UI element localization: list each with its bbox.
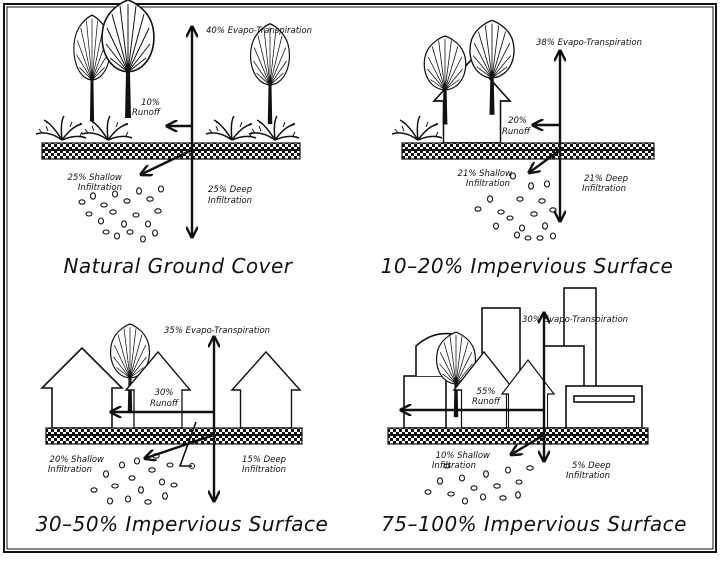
outer-frame [3, 3, 717, 553]
shallow-pct-label: 21% Shallow [458, 169, 513, 179]
shallow-pct-label: 20% Shallow [50, 455, 105, 465]
deep-label: Infiltration [566, 471, 610, 481]
fern-icon [248, 115, 300, 141]
fern-icon [35, 115, 87, 141]
runoff-label: Runoff [502, 127, 531, 137]
shallow-arrow [512, 433, 545, 454]
shallow-pct-label: 25% Shallow [68, 173, 123, 183]
deep-label: Infiltration [582, 184, 626, 194]
tree-icon [249, 23, 291, 125]
shallow-label: Infiltration [466, 179, 510, 189]
evapo-label: 38% Evapo-Transpiration [536, 38, 642, 48]
evapo-label: 30% Evapo-Transpiration [522, 315, 628, 325]
panel-natural-ground-cover: 40% Evapo-Transpiration 10% Runoff 25% S… [35, 0, 312, 278]
deep-pct-label: 15% Deep [242, 455, 286, 465]
panel-title: 10–20% Impervious Surface [381, 254, 674, 278]
panel-10-20-impervious: 38% Evapo-Transpiration 20% Runoff 21% S… [381, 19, 674, 278]
runoff-pct-label: 10% [141, 98, 160, 108]
fern-icon [391, 115, 443, 141]
deep-label: Infiltration [208, 196, 252, 206]
inner-frame [6, 6, 714, 550]
shallow-label: Infiltration [432, 461, 476, 471]
house-icon [231, 351, 301, 429]
evapo-label: 40% Evapo-Transpiration [206, 26, 312, 36]
infiltration-droplets [90, 453, 178, 505]
shallow-arrow [530, 149, 561, 172]
deep-pct-label: 25% Deep [208, 185, 252, 195]
shallow-arrow [142, 148, 193, 174]
deep-label: Infiltration [242, 465, 286, 475]
infiltration-droplets [424, 463, 534, 505]
shallow-pct-label: 10% Shallow [436, 451, 491, 461]
shallow-label: Infiltration [78, 183, 122, 193]
runoff-label: Runoff [132, 108, 161, 118]
panel-title: 75–100% Impervious Surface [381, 512, 687, 536]
runoff-pct-label: 55% [477, 387, 496, 397]
low-building [403, 375, 447, 429]
panel-30-50-impervious: 35% Evapo-Transpiration 30% Runoff 20% S… [36, 323, 329, 536]
panel-title: 30–50% Impervious Surface [36, 512, 329, 536]
infiltration-droplets [474, 172, 557, 241]
fern-icon [205, 115, 257, 141]
infiltration-droplets [78, 185, 165, 243]
fern-icon [81, 115, 133, 141]
runoff-label: Runoff [150, 399, 179, 409]
house-icon [41, 347, 123, 429]
panel-75-100-impervious: 30% Evapo-Transpiration 55% Runoff 10% S… [381, 287, 687, 536]
wide-building [565, 385, 643, 429]
deep-pct-label: 21% Deep [584, 174, 628, 184]
runoff-pct-label: 20% [508, 116, 527, 126]
deep-pct-label: 5% Deep [572, 461, 611, 471]
panel-title: Natural Ground Cover [63, 254, 293, 278]
runoff-pct-label: 30% [155, 388, 174, 398]
shallow-label: Infiltration [48, 465, 92, 475]
evapo-label: 35% Evapo-Transpiration [164, 326, 270, 336]
runoff-label: Runoff [472, 397, 501, 407]
